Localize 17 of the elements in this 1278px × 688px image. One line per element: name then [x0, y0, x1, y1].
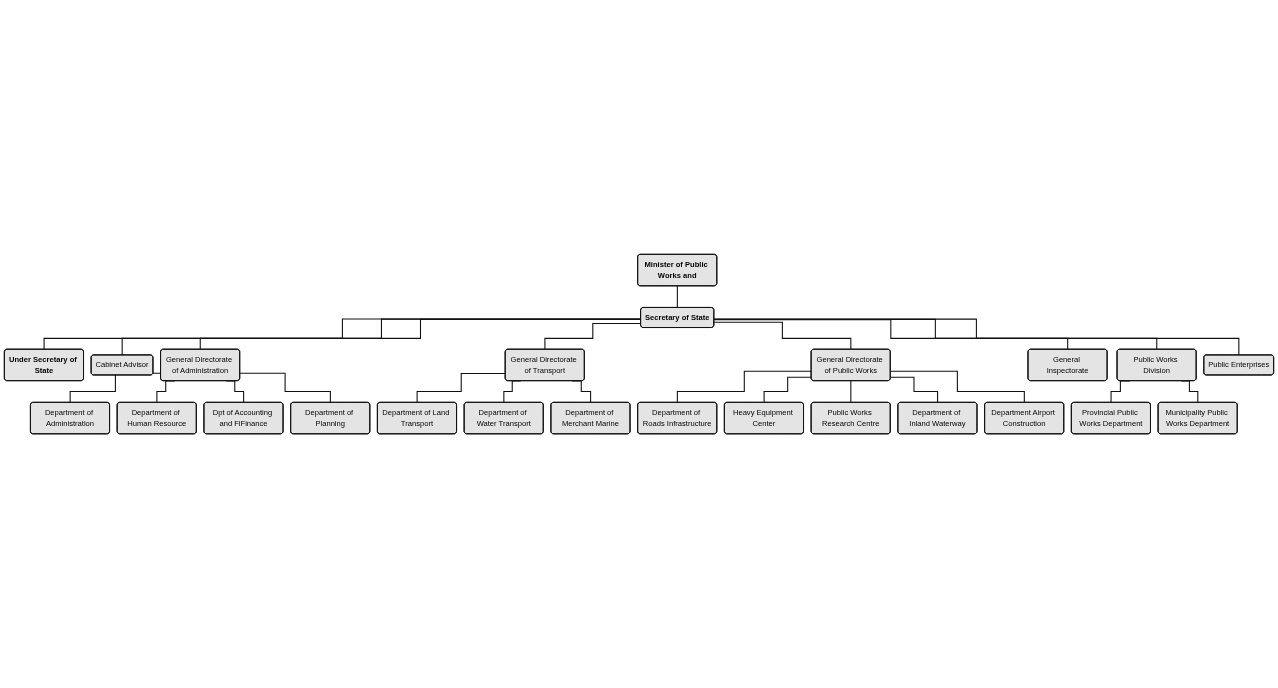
connector — [121, 318, 642, 356]
connector — [43, 318, 642, 350]
connector — [713, 321, 852, 350]
connector — [676, 370, 812, 404]
connector — [676, 285, 678, 309]
connector — [544, 322, 642, 350]
connector — [239, 372, 332, 404]
connector — [416, 372, 506, 404]
connector — [713, 318, 1158, 350]
connector — [69, 372, 162, 404]
connector — [199, 318, 642, 350]
connector — [763, 376, 812, 404]
connector — [713, 318, 1240, 356]
connector — [890, 376, 939, 404]
connector — [713, 319, 1069, 350]
connector — [850, 380, 852, 404]
connector — [890, 370, 1025, 404]
